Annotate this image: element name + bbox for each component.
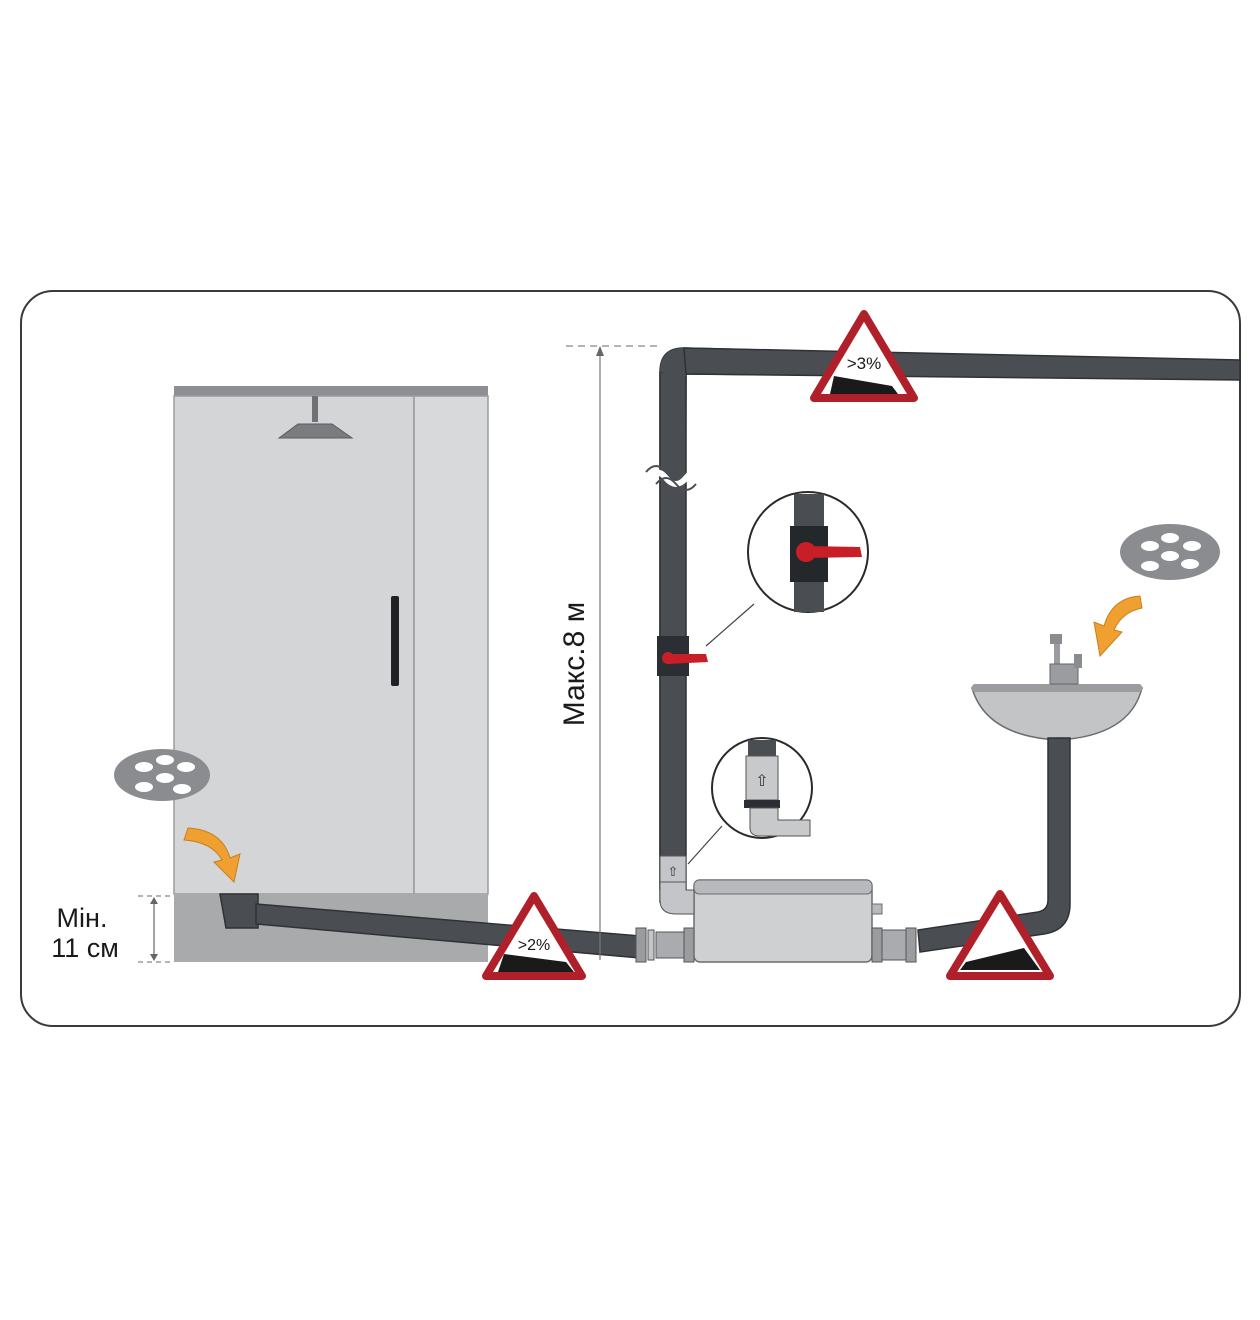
warning-triangle-icon [810, 310, 918, 402]
shower-cabin [173, 386, 489, 962]
min-label-line2: 11 см [51, 933, 119, 963]
check-valve-callout-line [687, 825, 723, 865]
ball-valve-icon [657, 636, 708, 676]
drain-grate-icon [1120, 524, 1220, 580]
min-label-line1: Мін. [57, 903, 108, 933]
basin-inlet-fitting [871, 927, 917, 963]
pump-unit-icon [693, 879, 883, 963]
max-height-label: Макс.8 м [558, 602, 591, 726]
door-handle [391, 596, 399, 686]
slope-top-label: >3% [847, 354, 882, 373]
ball-valve-detail [747, 491, 869, 613]
wash-basin-icon [970, 634, 1143, 741]
check-valve-icon: ⇧ [711, 737, 813, 839]
min-height-indicator [138, 895, 174, 963]
flow-arrow-icon [1093, 595, 1143, 658]
valve-callout-line [705, 603, 755, 647]
warning-triangle-icon [946, 890, 1054, 980]
max-height-dimension [566, 345, 660, 960]
warning-triangle-icon [482, 892, 586, 980]
slope-bottom-label: >2% [518, 937, 550, 954]
shower-head-icon [277, 396, 354, 439]
flow-arrow-icon [183, 827, 241, 884]
svg-text:⇧: ⇧ [755, 773, 768, 790]
svg-text:⇧: ⇧ [668, 864, 679, 879]
drain-grate-icon [114, 749, 210, 801]
basin-drain-pipe [917, 737, 1071, 953]
